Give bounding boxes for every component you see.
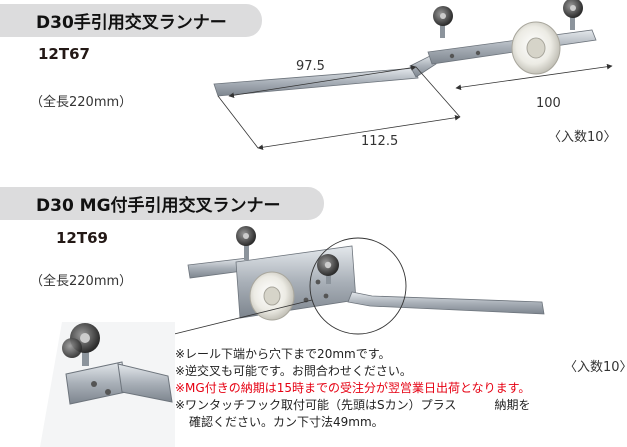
product2-quantity: 〈入数10〉 (564, 360, 627, 375)
product1-code: 12T67 (38, 45, 90, 63)
dim-bottom-label: 112.5 (361, 134, 399, 149)
runner2-detail-image (40, 322, 175, 447)
note-line-4b: 納期を (494, 398, 531, 412)
dim-right-label: 100 (536, 96, 561, 111)
note-line-3: ※MG付きの納期は15時までの受注分が翌営業日出荷となります。 (175, 381, 531, 395)
product2-code: 12T69 (56, 229, 108, 247)
note-line-1: ※レール下端から穴下まで20mmです。 (175, 347, 391, 361)
note-line-4: ※ワンタッチフック取付可能（先頭はSカン）プラス 納期を (175, 397, 530, 414)
note-line-2: ※逆交叉も可能です。お問合わせください。 (175, 364, 412, 378)
note-line-4a: ※ワンタッチフック取付可能（先頭はSカン）プラス (175, 398, 457, 412)
product1-title: D30手引用交叉ランナー (0, 4, 262, 37)
product1-quantity: 〈入数10〉 (548, 130, 617, 145)
runner1-image (213, 0, 597, 97)
dim-left-label: 97.5 (296, 59, 325, 74)
notes-block: ※レール下端から穴下まで20mmです。 ※逆交叉も可能です。お問合わせください。… (175, 346, 530, 431)
product2-length: （全長220mm） (30, 274, 133, 289)
product2-title: D30 MG付手引用交叉ランナー (0, 187, 324, 220)
runner2-image (149, 226, 545, 341)
note-line-5: 確認ください。カン下寸法49mm。 (189, 415, 384, 429)
product1-length: （全長220mm） (30, 95, 133, 110)
runner1-dimensions (217, 63, 613, 151)
